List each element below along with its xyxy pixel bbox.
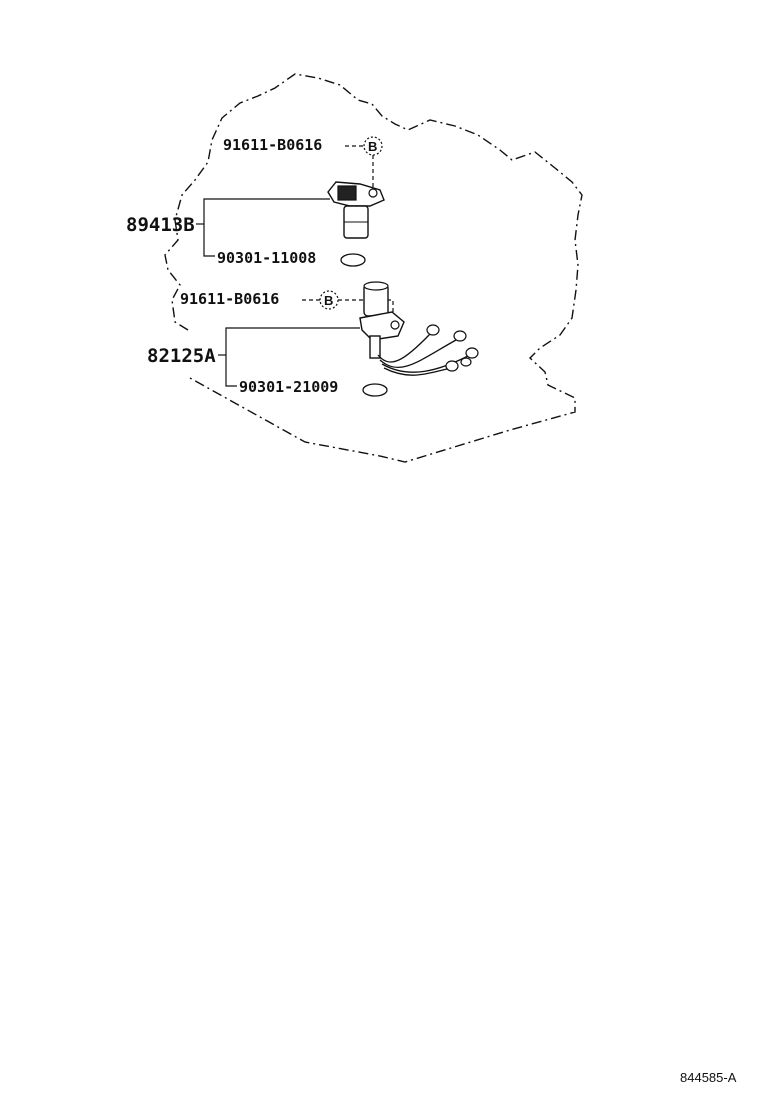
oring-upper: [340, 253, 366, 267]
callout-bolt-lower: 91611-B0616: [180, 290, 279, 308]
bolt-marker-upper: [363, 136, 383, 156]
speed-sensor-upper: [327, 181, 385, 239]
callout-assembly-lower: 82125A: [147, 345, 216, 367]
bracket-82125a: [225, 327, 360, 387]
transmission-case-outline: [164, 73, 583, 463]
callout-oring-upper: 90301-11008: [217, 249, 316, 267]
callout-bolt-upper: 91611-B0616: [223, 136, 322, 154]
callout-assembly-upper: 89413B: [126, 214, 195, 236]
speed-sensor-lower: [359, 281, 479, 376]
bolt-marker-upper-letter: B: [368, 139, 377, 154]
bracket-89413b: [203, 198, 330, 257]
oring-lower: [362, 383, 388, 397]
callout-oring-lower: 90301-21009: [239, 378, 338, 396]
diagram-reference: 844585-A: [680, 1070, 737, 1085]
bolt-marker-lower-letter: B: [324, 293, 333, 308]
